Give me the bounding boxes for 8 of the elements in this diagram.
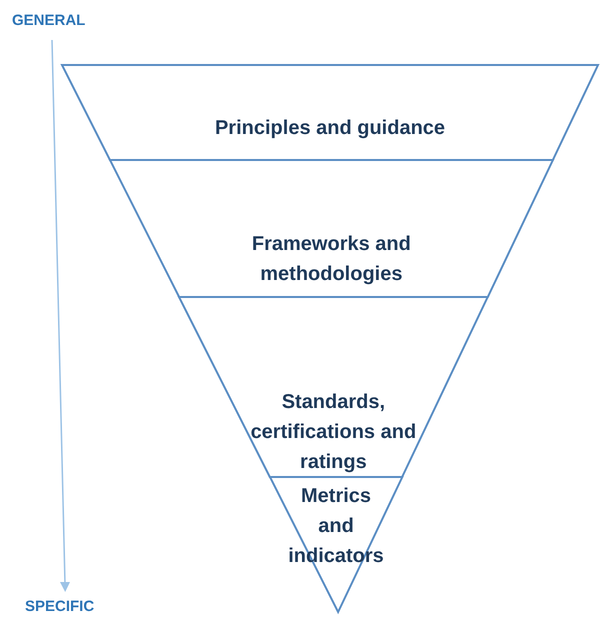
band-label: Frameworks and methodologies [250,232,412,286]
pyramid-band [110,160,553,297]
pyramid-band [62,65,598,160]
band-label: Standards, certifications and ratings [250,390,418,475]
axis-label: SPECIFIC [25,598,94,615]
axis-label: GENERAL [12,12,86,29]
band-label: Principles and guidance [214,116,446,140]
pyramid-tip [270,477,402,612]
